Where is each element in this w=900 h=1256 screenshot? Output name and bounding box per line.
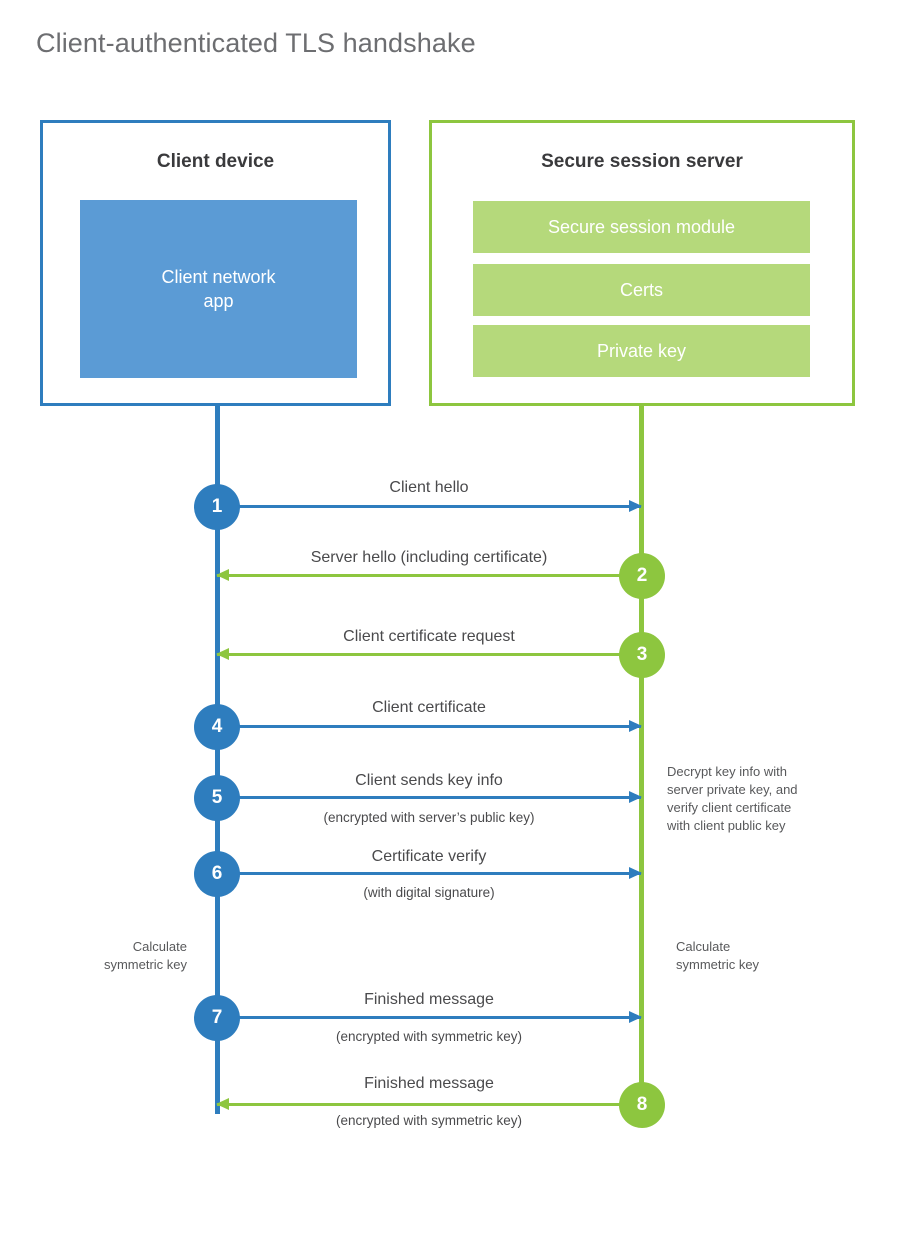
step-8-sublabel: (encrypted with symmetric key): [335, 1113, 523, 1128]
step-7-sublabel: (encrypted with symmetric key): [335, 1029, 523, 1044]
step-3-arrow: [216, 648, 641, 660]
client-device-title: Client device: [156, 151, 275, 172]
step-3-label: Client certificate request: [343, 628, 515, 645]
server-decrypt-note: Decrypt key info with server private key…: [667, 764, 798, 833]
step-7-arrow: [217, 1011, 642, 1023]
client-device-box: Client device Client network app: [40, 120, 391, 406]
secure-session-server-title: Secure session server: [541, 151, 743, 172]
server-component-secure-session-module: Secure session module: [473, 201, 810, 253]
step-5-sublabel: (encrypted with server’s public key): [323, 810, 535, 825]
page-title: Client-authenticated TLS handshake: [36, 28, 476, 58]
step-badge-4[interactable]: 4: [194, 704, 240, 750]
step-badge-2[interactable]: 2: [619, 553, 665, 599]
step-badge-7[interactable]: 7: [194, 995, 240, 1041]
step-badge-5[interactable]: 5: [194, 775, 240, 821]
client-lifeline: [215, 404, 220, 1114]
step-badge-8[interactable]: 8: [619, 1082, 665, 1128]
arrow-head-icon: [629, 867, 642, 879]
step-4-arrow: [217, 720, 642, 732]
step-7-label: Finished message: [364, 991, 494, 1008]
step-1-label: Client hello: [389, 479, 469, 496]
arrow-head-icon: [629, 1011, 642, 1023]
client-calculate-symmetric-key-note: Calculate symmetric key: [103, 939, 187, 972]
step-6-arrow: [217, 867, 642, 879]
step-1-arrow: [217, 500, 642, 512]
arrow-head-icon: [216, 648, 229, 660]
secure-session-server-box: Secure session server Secure session mod…: [429, 120, 855, 406]
server-calculate-symmetric-key-note: Calculate symmetric key: [676, 939, 760, 972]
arrow-head-icon: [216, 569, 229, 581]
step-6-sublabel: (with digital signature): [363, 885, 495, 900]
step-8-arrow: [216, 1098, 641, 1110]
arrow-head-icon: [629, 500, 642, 512]
arrow-head-icon: [216, 1098, 229, 1110]
step-6-label: Certificate verify: [371, 848, 487, 865]
server-component-private-key: Private key: [473, 325, 810, 377]
client-network-app-block: Client network app: [80, 200, 357, 378]
step-2-label: Server hello (including certificate): [310, 549, 548, 566]
arrow-head-icon: [629, 791, 642, 803]
step-badge-1[interactable]: 1: [194, 484, 240, 530]
step-2-arrow: [216, 569, 641, 581]
step-8-label: Finished message: [364, 1075, 494, 1092]
arrow-head-icon: [629, 720, 642, 732]
step-badge-6[interactable]: 6: [194, 851, 240, 897]
server-component-certs: Certs: [473, 264, 810, 316]
step-5-label: Client sends key info: [355, 772, 503, 789]
server-lifeline: [639, 404, 644, 1107]
step-badge-3[interactable]: 3: [619, 632, 665, 678]
step-4-label: Client certificate: [372, 699, 486, 716]
step-5-arrow: [217, 791, 642, 803]
